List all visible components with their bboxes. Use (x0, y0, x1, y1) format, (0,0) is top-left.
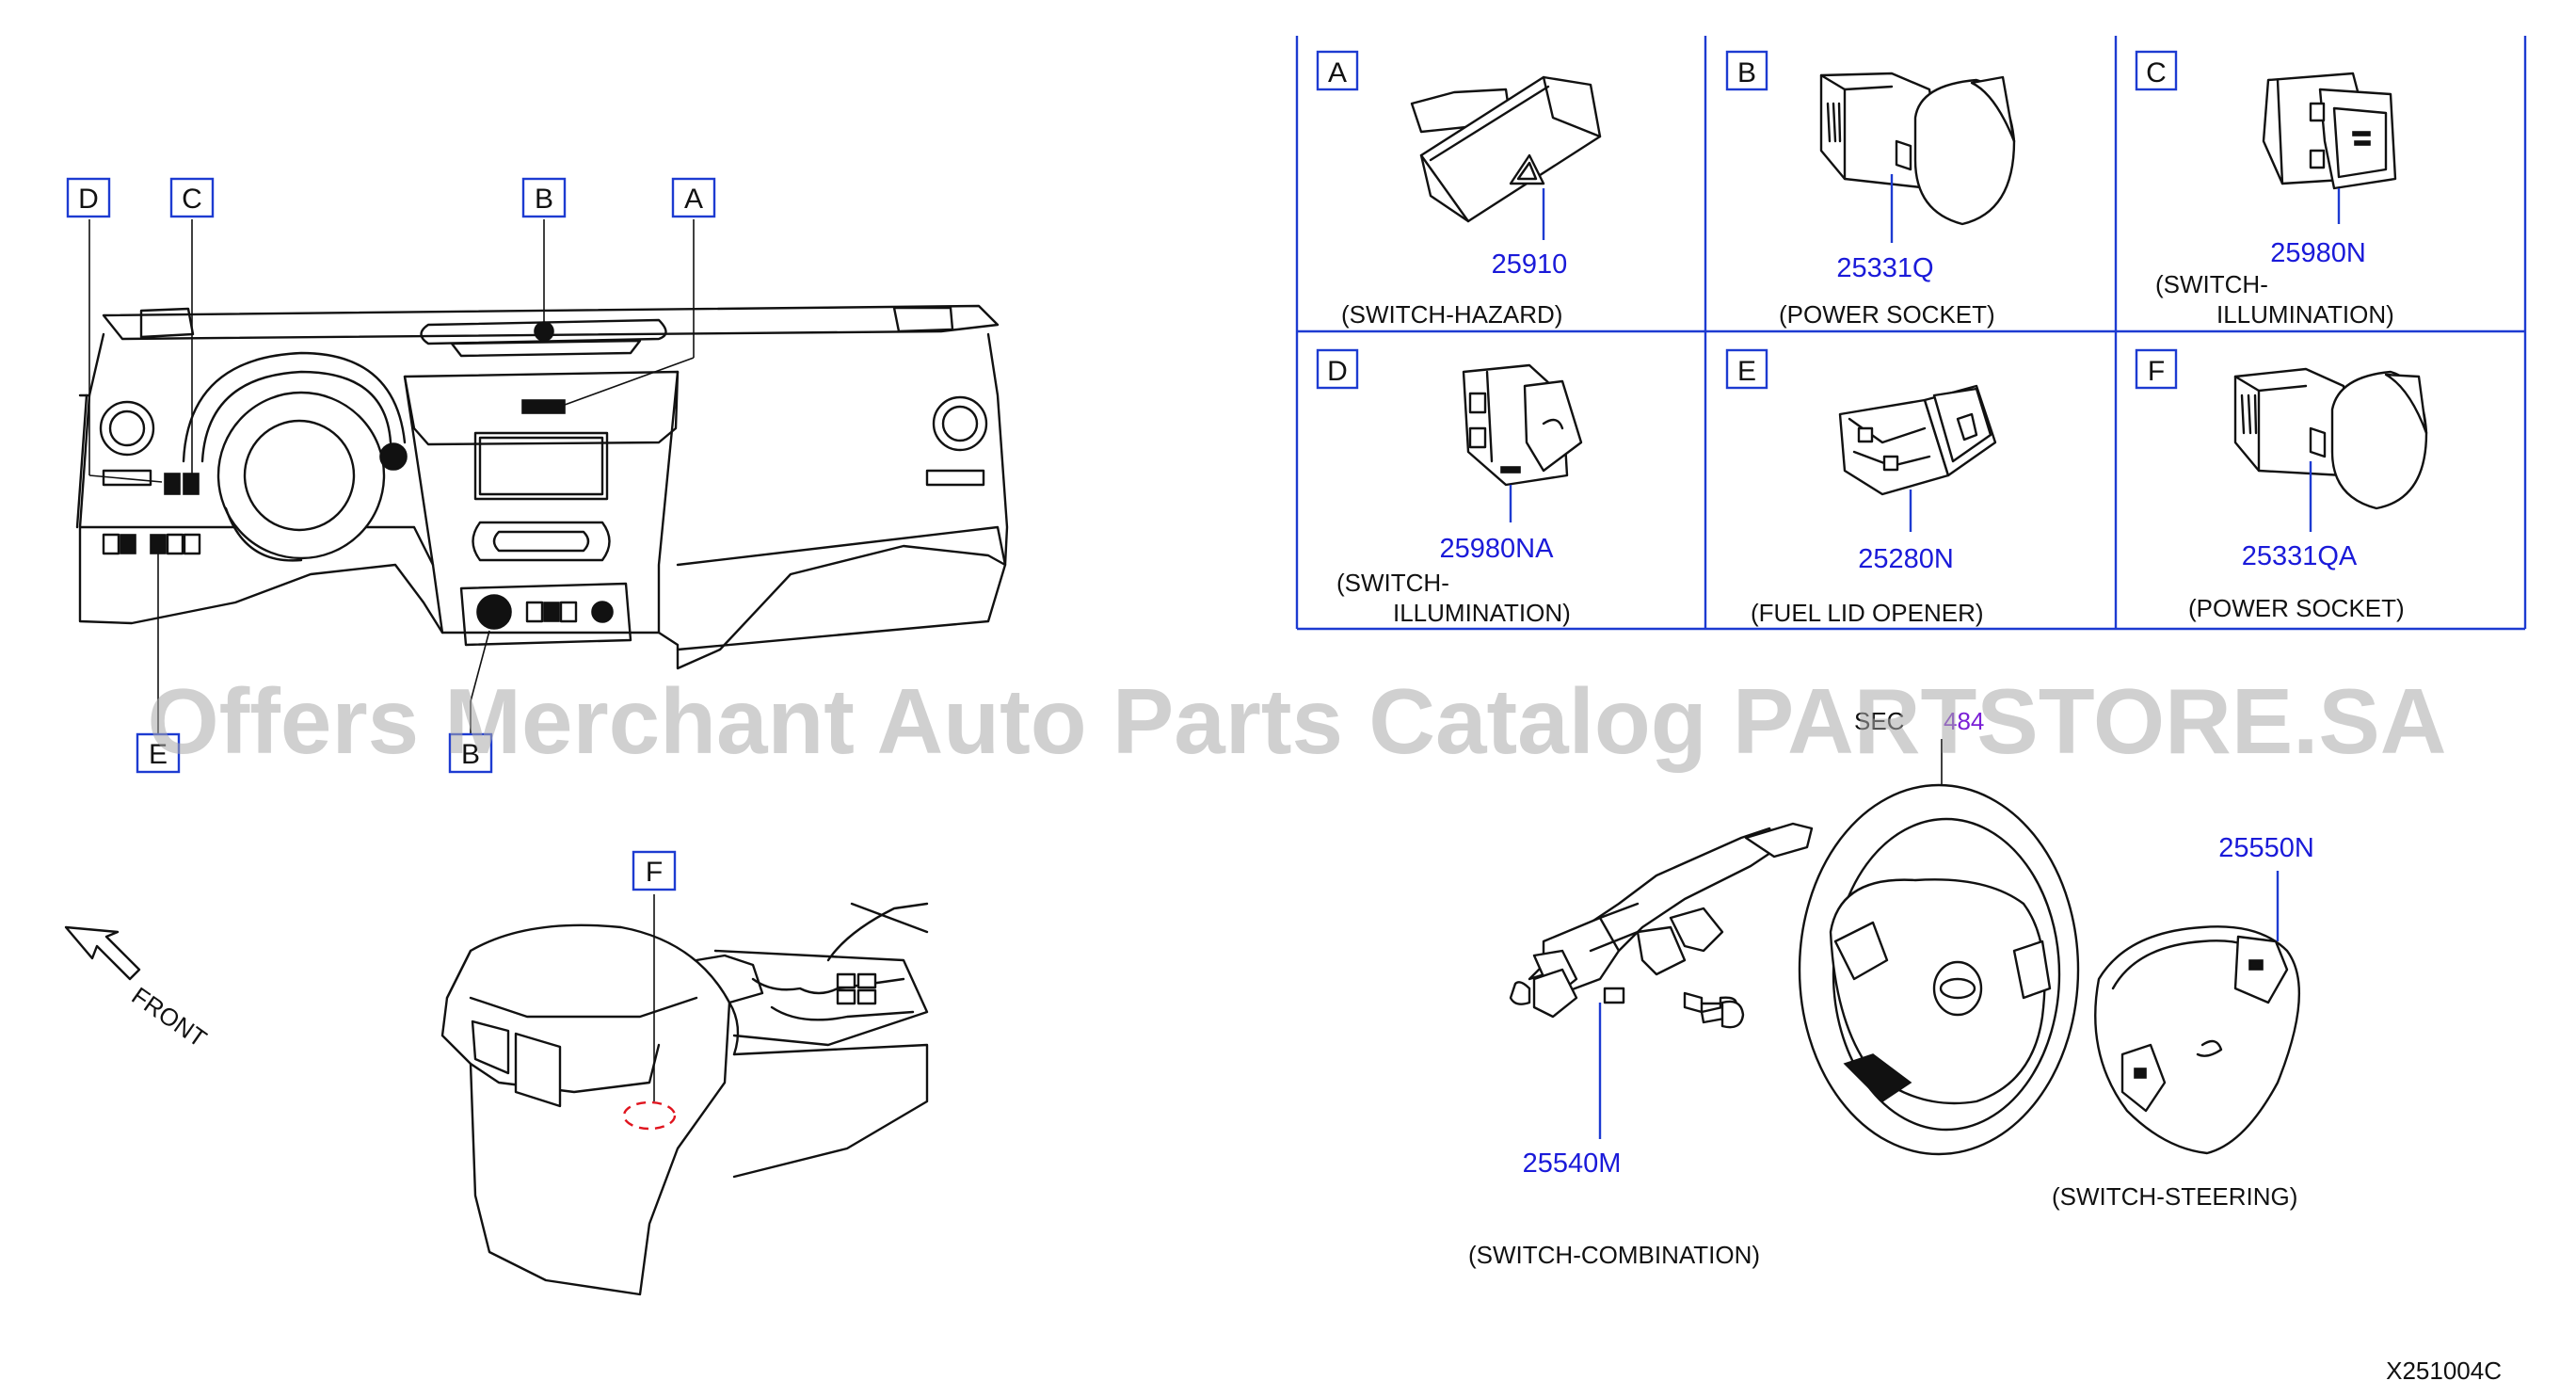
svg-text:25910: 25910 (1492, 249, 1568, 280)
center-console-drawing (440, 894, 929, 1296)
cell-B: B 25331Q (POWER SOCKET) (1725, 50, 2016, 329)
svg-text:(SWITCH-HAZARD): (SWITCH-HAZARD) (1341, 300, 1562, 329)
svg-text:D: D (78, 184, 99, 215)
callout-E: E (136, 732, 181, 774)
svg-text:E: E (1737, 356, 1756, 387)
callout-C: C (169, 177, 215, 218)
steering-wheel-icon (1798, 783, 2080, 1156)
cell-C-letter-box (2135, 50, 2178, 91)
cell-F: F 25331QA (POWER SOCKET) (2135, 348, 2428, 622)
cell-D-letter-box (1316, 348, 1359, 390)
svg-text:25331Q: 25331Q (1836, 253, 1933, 283)
cell-E-letter-box (1725, 348, 1768, 390)
svg-text:A: A (1328, 57, 1347, 88)
svg-text:C: C (2146, 57, 2167, 88)
cell-A: A 25910 (SWITCH-HAZARD) (1316, 50, 1602, 329)
svg-text:B: B (535, 184, 553, 215)
svg-text:F: F (2148, 356, 2165, 387)
cell-C: C 25980N (SWITCH- ILLUMINATION) (2135, 50, 2397, 329)
hidden-socket-circle (622, 1100, 677, 1131)
svg-text:ILLUMINATION): ILLUMINATION) (1393, 599, 1571, 627)
parts-table (1295, 36, 2527, 631)
callout-F: F (632, 850, 677, 891)
hazard-switch-icon (1410, 75, 1602, 223)
svg-text:25980N: 25980N (2270, 238, 2366, 268)
steering-part-no: 25550N (2218, 833, 2314, 863)
bolt-icon (1700, 1000, 1745, 1029)
combination-desc: (SWITCH-COMBINATION) (1468, 1241, 1760, 1269)
cell-F-letter-box (2135, 348, 2178, 390)
svg-text:25980NA: 25980NA (1440, 534, 1555, 564)
combination-switch-icon (1509, 822, 1814, 1019)
combination-part-no: 25540M (1523, 1148, 1622, 1179)
cell-E: E 25280N (FUEL LID OPENER) (1725, 348, 1997, 627)
svg-text:B: B (1737, 57, 1756, 88)
front-arrow: FRONT (64, 925, 213, 1052)
cell-B-letter-box (1725, 50, 1768, 91)
callout-D: D (66, 177, 111, 218)
svg-text:(POWER SOCKET): (POWER SOCKET) (1779, 300, 1995, 329)
power-socket-f-icon (2233, 367, 2428, 510)
steering-desc: (SWITCH-STEERING) (2052, 1182, 2297, 1211)
svg-text:FRONT: FRONT (127, 981, 213, 1052)
callout-B-top: B (521, 177, 567, 218)
svg-text:25280N: 25280N (1858, 544, 1954, 574)
svg-text:SEC: SEC (1854, 707, 1904, 735)
svg-text:C: C (182, 184, 202, 215)
callout-A: A (671, 177, 716, 218)
svg-text:E: E (149, 739, 168, 770)
illumination-switch-d-icon (1462, 363, 1583, 487)
illumination-switch-c-icon (2262, 72, 2397, 190)
svg-text:F: F (646, 857, 663, 888)
svg-text:(FUEL LID OPENER): (FUEL LID OPENER) (1751, 599, 1984, 627)
svg-text:(SWITCH-: (SWITCH- (2155, 270, 2268, 298)
svg-text:ILLUMINATION): ILLUMINATION) (2216, 300, 2394, 329)
cell-A-letter-box (1316, 50, 1359, 91)
dashboard-leaders (88, 219, 695, 739)
svg-text:25331QA: 25331QA (2242, 541, 2358, 571)
svg-text:(POWER SOCKET): (POWER SOCKET) (2188, 594, 2405, 622)
sec-ref-label: SEC 484 (1854, 707, 1984, 800)
dashboard-drawing (75, 304, 1009, 670)
svg-text:(SWITCH-: (SWITCH- (1336, 569, 1449, 597)
svg-text:D: D (1327, 356, 1348, 387)
steering-switch-icon (2094, 925, 2300, 1155)
svg-text:B: B (461, 739, 480, 770)
drawing-id: X251004C (2386, 1357, 2502, 1385)
watermark: Offers Merchant Auto Parts Catalog PARTS… (147, 669, 2446, 773)
power-socket-icon (1819, 72, 2016, 226)
cell-D: D 25980NA (SWITCH- ILLUMINATION) (1316, 348, 1583, 627)
svg-text:484: 484 (1944, 707, 1984, 735)
callout-B-bottom: B (448, 732, 493, 774)
svg-text:A: A (684, 184, 703, 215)
fuel-lid-opener-icon (1838, 384, 1997, 496)
